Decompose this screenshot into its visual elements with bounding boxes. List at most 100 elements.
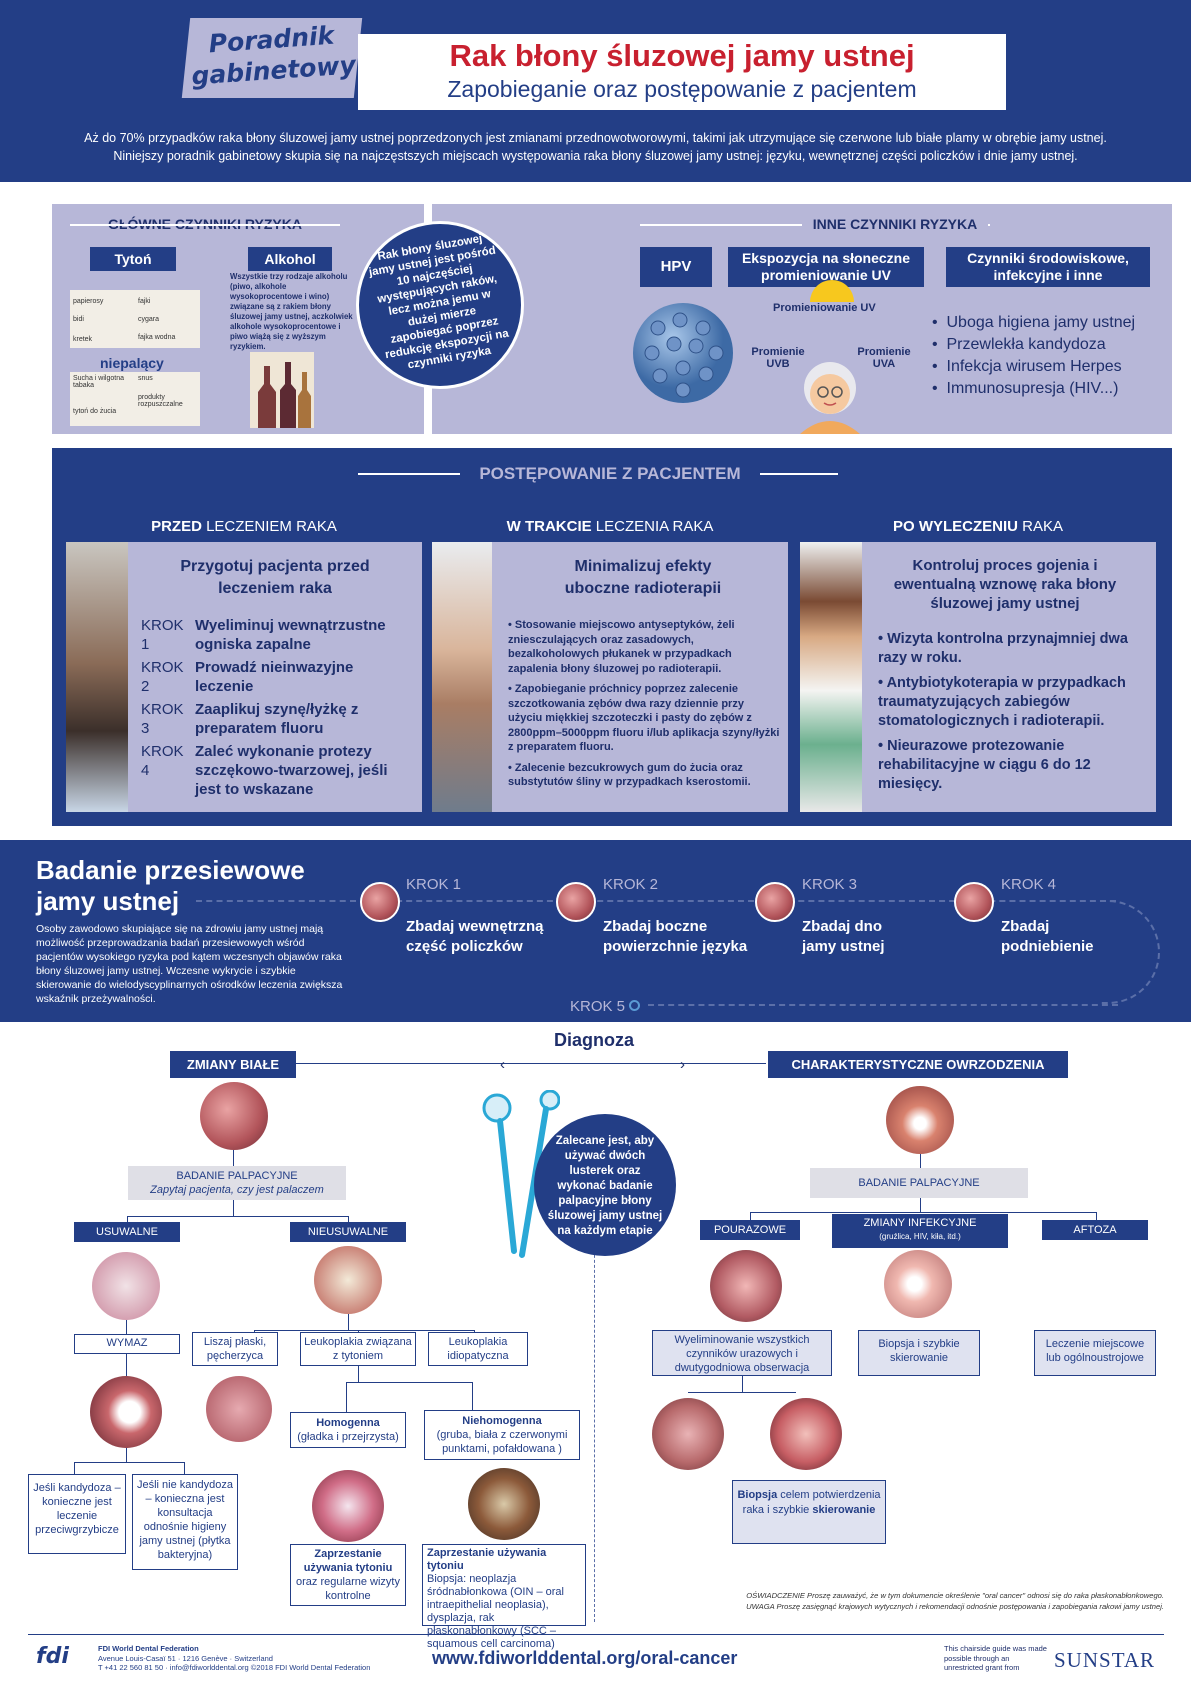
fdi-info: FDI World Dental Federation Avenue Louis…: [98, 1644, 370, 1673]
palpation-sub: Zapytaj pacjenta, czy jest palaczem: [150, 1184, 324, 1196]
screening-title-2: jamy ustnej: [36, 886, 180, 916]
t-fajki: fajki: [138, 298, 151, 305]
before-title: Przygotuj pacjenta przed leczeniem raka: [180, 558, 370, 597]
nonremovable-photo: [314, 1246, 382, 1314]
rm-line6: [184, 1462, 185, 1474]
rm-line4: [74, 1462, 184, 1463]
lt-line2: [346, 1382, 472, 1383]
nonsmoking-image: Sucha i wilgotna tabaka snus produkty ro…: [70, 372, 200, 426]
during-heading: W TRAKCIE LECZENIA RAKA: [506, 518, 714, 535]
lt-line3: [346, 1382, 347, 1412]
step2-photo: [556, 882, 596, 922]
n-tyton: tytoń do żucia: [73, 408, 117, 415]
intro: Aż do 70% przypadków raka błony śluzowej…: [40, 129, 1151, 165]
nonsmoking-label: niepalący: [100, 355, 164, 371]
ul-line5: [1096, 1212, 1097, 1222]
infection-photo: [884, 1250, 952, 1318]
biopsy-bold-2: skierowanie: [812, 1504, 876, 1516]
disclaimer-2: UWAGA Proszę zasięgnąć krajowych wytyczn…: [746, 1602, 1164, 1611]
footer-line: [28, 1634, 1164, 1635]
wl-line-3: [127, 1216, 349, 1217]
fdi-address: Avenue Louis-Casaï 51 · 1216 Genève · Sw…: [98, 1653, 273, 1663]
bottles-icon: [250, 352, 314, 428]
screen-step-4: KROK 4: [1001, 876, 1057, 893]
uv-radiation-label: Promieniowanie UV: [773, 302, 876, 314]
screen-step-4-text: Zbadaj podniebienie: [1001, 918, 1094, 955]
nr-line2: [254, 1330, 474, 1331]
nonhomogenous-photo: [468, 1468, 540, 1540]
screening-path-bottom: [648, 1004, 1118, 1006]
n-produkty: produkty rozpuszczalne: [138, 394, 183, 408]
footer-url[interactable]: www.fdiworlddental.org/oral-cancer: [432, 1648, 738, 1668]
rm-line5: [74, 1462, 75, 1474]
aphtha-text-box: Leczenie miejscowe lub ogólnoustrojowe: [1034, 1330, 1156, 1376]
alcohol-label: Alkohol: [248, 247, 332, 271]
t-bidi: bidi: [73, 316, 84, 323]
leuko-tobacco-box: Leukoplakia związana z tytoniem: [300, 1332, 416, 1366]
risk-other-title: INNE CZYNNIKI RYZYKA: [802, 216, 988, 232]
homogenous-box: Homogenna(gładka i przejrzysta): [290, 1412, 406, 1448]
after-title: Kontroluj proces gojenia i ewentualną wz…: [893, 557, 1117, 612]
tr-line1: [742, 1376, 743, 1392]
n-snus: snus: [138, 375, 153, 382]
risk-other-panel: [432, 204, 1172, 434]
tobacco-label: Tytoń: [90, 247, 176, 271]
ul-line4: [750, 1212, 751, 1222]
grandmother-icon: [800, 362, 860, 434]
title-box: Rak błony śluzowej jamy ustnej Zapobiega…: [358, 34, 1006, 110]
infection-sub: (gruźlica, HIV, kiła, itd.): [879, 1232, 961, 1241]
before-heading: PRZED LECZENIEM RAKA: [151, 518, 337, 535]
smear-photo: [90, 1376, 162, 1448]
infection-title: ZMIANY INFEKCYJNE: [863, 1217, 977, 1229]
tobacco-image: papierosy fajki bidi cygara kretek fajka…: [70, 290, 200, 348]
screening-title-dash: [196, 900, 356, 902]
homogenous-sub: (gładka i przejrzysta): [297, 1431, 399, 1443]
sunstar-logo: SUNSTAR: [1054, 1648, 1156, 1672]
other-factor: • Immunosupresja (HIV...): [932, 380, 1119, 397]
step5-circle-icon: [629, 1000, 641, 1011]
screen-step-1: KROK 1: [406, 876, 462, 893]
homogenous-photo: [312, 1470, 384, 1542]
nonhomogenous-label: Niehomogenna: [462, 1415, 542, 1427]
stop2-rest: Biopsja: neoplazja śródnabłonkowa (OIN –…: [427, 1573, 564, 1650]
env-label: Czynniki środowiskowe, infekcyjne i inne: [946, 247, 1150, 287]
after-item: • Antybiotykoterapia w przypadkach traum…: [878, 675, 1126, 729]
n-sucha: Sucha i wilgotna tabaka: [73, 375, 124, 389]
ul-line1: [920, 1154, 921, 1168]
hpv-label: HPV: [640, 247, 712, 287]
mirror-text: Zalecane jest, aby używać dwóch lusterek…: [547, 1135, 663, 1237]
during-item: • Stosowanie miejscowo antyseptyków, żel…: [508, 619, 735, 675]
wl-line-1: [233, 1150, 234, 1166]
screen-step-3-text: Zbadaj dno jamy ustnej: [802, 918, 885, 955]
infection-text-box: Biopsja i szybkie skierowanie: [858, 1330, 980, 1376]
sun-icon: [810, 280, 854, 302]
screening-band: [0, 840, 1191, 1022]
during-item: • Zapobieganie próchnicy poprzez zalecen…: [508, 683, 780, 753]
step4-photo: [954, 882, 994, 922]
removable-photo: [92, 1252, 160, 1320]
removable-label: USUWALNE: [74, 1222, 180, 1242]
lichen-box: Liszaj płaski, pęcherzyca: [192, 1332, 278, 1366]
other-factor: • Przewlekła kandydoza: [932, 336, 1106, 353]
biopsy-bold-1: Biopsja: [737, 1489, 778, 1501]
t-kretek: kretek: [73, 336, 93, 343]
alcohol-text: Wszystkie trzy rodzaje alkoholu (piwo, a…: [230, 272, 353, 351]
rm-line2: [126, 1354, 127, 1376]
leuko-idio-box: Leukoplakia idiopatyczna: [428, 1332, 528, 1366]
stop1-rest: oraz regularne wizyty kontrolne: [296, 1576, 400, 1602]
other-factor: • Uboga higiena jamy ustnej: [932, 314, 1136, 331]
fdi-logo: fdi: [36, 1644, 69, 1669]
intro-line2: Niniejszy poradnik gabinetowy skupia się…: [113, 149, 1078, 163]
t-papierosy: papierosy: [73, 298, 104, 305]
trauma-photo-3: [770, 1398, 842, 1470]
during-list: • Stosowanie miejscowo antyseptyków, żel…: [508, 618, 780, 790]
wl-line-2: [233, 1200, 234, 1216]
screening-title-1: Badanie przesiewowe: [36, 855, 305, 885]
disclaimer: OŚWIADCZENIE Proszę zauważyć, że w tym d…: [598, 1590, 1164, 1612]
white-lesion-photo: [200, 1082, 268, 1150]
